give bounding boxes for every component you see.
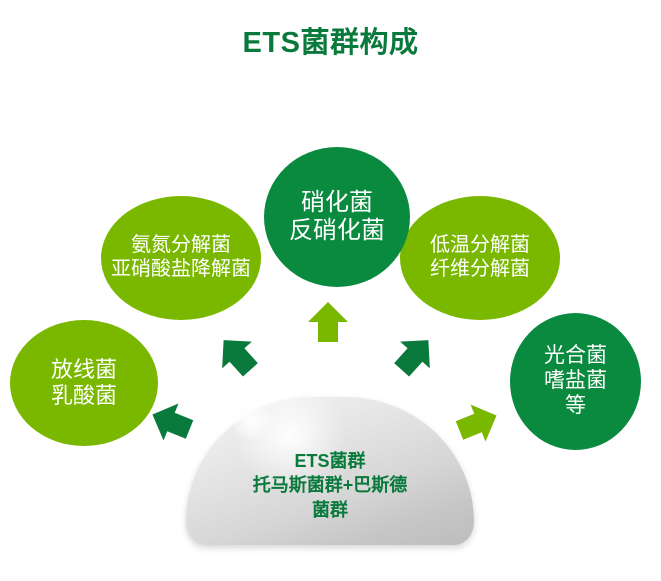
bubble-left-outer-line-2: 乳酸菌 [50, 383, 117, 408]
bubble-actinomycetes-lactic-acid: 放线菌 乳酸菌 [10, 320, 158, 446]
ets-flora-dome: ETS菌群 托马斯菌群+巴斯德 菌群 [186, 397, 474, 545]
dome-label-line-2: 托马斯菌群+巴斯德 [252, 475, 408, 496]
dome-label-line-3: 菌群 [312, 499, 348, 520]
arrow-up-right-inner-icon [383, 323, 448, 388]
bubble-right-outer-line-1: 光合菌 [544, 344, 607, 368]
bubble-left-inner-line-2: 亚硝酸盐降解菌 [111, 258, 251, 280]
bubble-left-outer-line-1: 放线菌 [50, 357, 117, 383]
arrow-up-center-icon [305, 299, 351, 345]
bubble-nitrifying-bacteria: 硝化菌 反硝化菌 [264, 147, 410, 287]
arrow-up-left-outer-icon [141, 392, 201, 452]
bubble-right-outer-line-2: 嗜盐菌 [544, 369, 607, 393]
page-title: ETS菌群构成 [242, 27, 419, 59]
bubble-center-line-1: 硝化菌 [301, 188, 373, 216]
arrow-up-left-inner-icon [205, 323, 270, 388]
bubble-right-outer-line-3: 等 [565, 393, 586, 417]
bubble-photosynthetic-halophilic: 光合菌 嗜盐菌 等 [510, 313, 641, 450]
bubble-low-temperature-decomposers: 低温分解菌 纤维分解菌 [400, 196, 560, 320]
bubble-ammonia-nitrogen-decomposers: 氨氮分解菌 亚硝酸盐降解菌 [101, 196, 261, 320]
dome-label-line-1: ETS菌群 [294, 451, 366, 471]
bubble-center-line-2: 反硝化菌 [289, 217, 385, 244]
bubble-right-inner-line-2: 纤维分解菌 [430, 258, 530, 280]
bubble-left-inner-line-1: 氨氮分解菌 [131, 234, 231, 257]
dome-label: ETS菌群 托马斯菌群+巴斯德 菌群 [186, 449, 474, 522]
bubble-right-inner-line-1: 低温分解菌 [430, 234, 530, 257]
dome-highlight [232, 405, 272, 439]
arrow-up-right-outer-icon [448, 393, 508, 453]
